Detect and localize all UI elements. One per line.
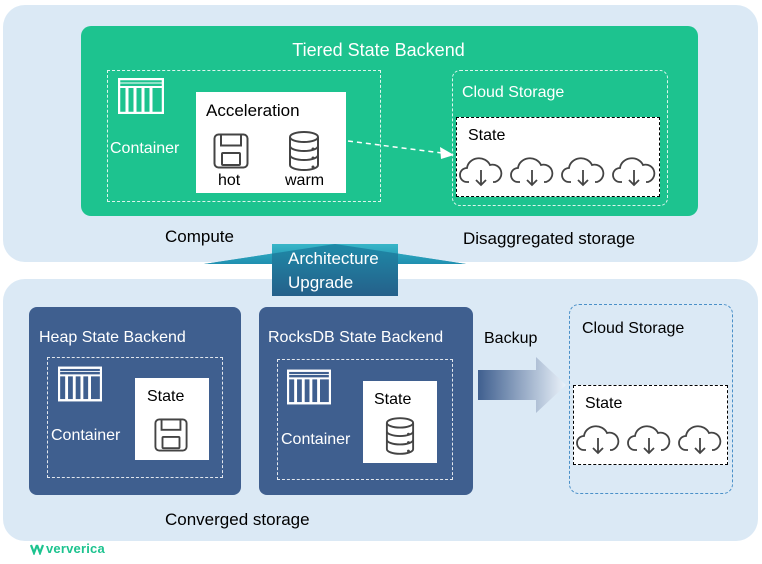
compute-container-box [107, 70, 381, 202]
cloud-storage-bottom-box [569, 304, 733, 494]
dashed-arrow [346, 138, 456, 165]
upgrade-arrow [204, 244, 466, 301]
compute-label: Compute [165, 227, 234, 246]
rocksdb-container-label: Container [281, 431, 351, 448]
container-label: Container [110, 140, 180, 157]
container-icon [118, 78, 164, 114]
cloud-storage-top-title: Cloud Storage [462, 84, 565, 101]
heap-state-label: State [147, 388, 185, 405]
disaggregated-storage-label: Disaggregated storage [463, 229, 636, 248]
upgrade-label-line1: Architecture [288, 249, 379, 268]
rocksdb-state-backend-title: RocksDB State Backend [268, 329, 444, 346]
ververica-logo-icon [30, 543, 44, 555]
acceleration-title: Acceleration [206, 101, 300, 120]
tiered-state-backend-title: Tiered State Backend [292, 40, 465, 60]
database-icon [288, 131, 320, 171]
cloud-download-icon [627, 424, 671, 456]
cloud-download-icon [612, 156, 656, 188]
cloud-storage-bottom-title: Cloud Storage [582, 320, 685, 337]
rocksdb-container-box [277, 359, 453, 480]
ververica-logo: ververica [30, 541, 105, 556]
cloud-download-icon [510, 156, 554, 188]
state-box-top [456, 117, 660, 197]
converged-storage-label: Converged storage [165, 510, 310, 529]
cloud-download-icon [576, 424, 620, 456]
state-label-bottom: State [585, 395, 623, 412]
hot-label: hot [218, 172, 241, 189]
warm-label: warm [285, 172, 325, 189]
container-icon [58, 366, 102, 402]
rocksdb-state-label: State [374, 391, 412, 408]
heap-state-backend-title: Heap State Backend [39, 329, 186, 346]
heap-container-box [47, 357, 223, 478]
cloud-download-icon [678, 424, 722, 456]
heap-container-label: Container [51, 427, 121, 444]
state-label-top: State [468, 127, 506, 144]
rocksdb-state-box [363, 381, 437, 463]
floppy-disk-icon [154, 418, 188, 452]
backup-arrow [478, 356, 568, 419]
cloud-download-icon [459, 156, 503, 188]
backup-label: Backup [484, 330, 538, 347]
database-icon [385, 417, 415, 455]
upgrade-label-line2: Upgrade [288, 273, 354, 292]
cloud-storage-top-box [452, 70, 668, 206]
container-icon [287, 369, 331, 405]
ververica-logo-text: ververica [46, 541, 105, 556]
floppy-disk-icon [213, 133, 249, 169]
cloud-download-icon [561, 156, 605, 188]
